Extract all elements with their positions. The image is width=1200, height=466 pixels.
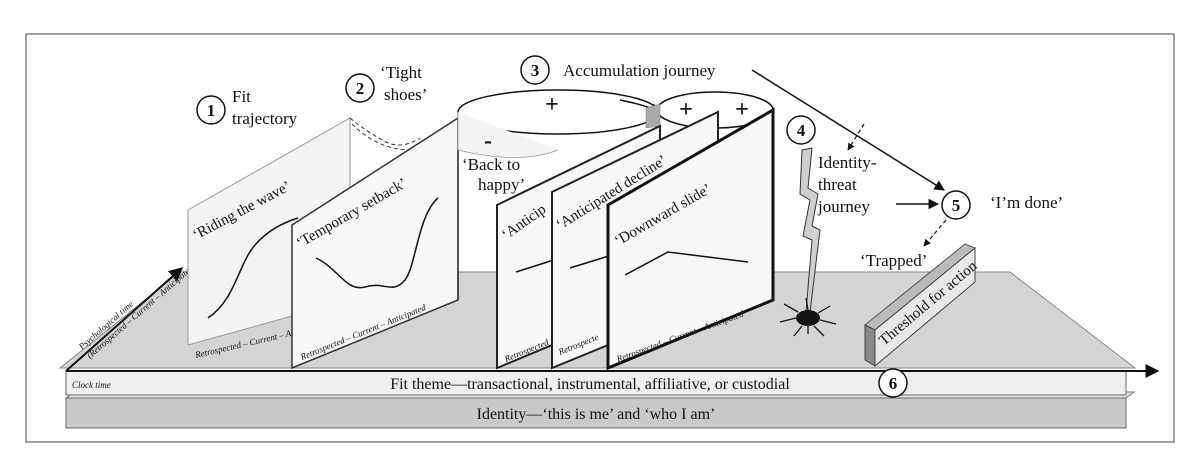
back-to-happy-label-2: happy’ (478, 175, 525, 194)
trapped-label: ‘Trapped’ (860, 251, 927, 270)
stage-6-number: 6 (889, 374, 898, 393)
stage-2-label-2: shoes’ (384, 85, 427, 104)
stage-1-label-1: Fit (232, 87, 251, 106)
sign-plus-2: + (679, 97, 693, 123)
stage-5-number: 5 (952, 196, 961, 215)
panel-downward-slide (606, 107, 775, 371)
back-to-happy-label-1: ‘Back to (462, 155, 520, 174)
stage-4-label-1: Identity- (818, 153, 877, 172)
sign-plus-3: + (735, 97, 749, 123)
trapped-dashed-arrow (923, 219, 947, 247)
stage-2-number: 2 (356, 79, 365, 98)
impact-crack-icon (779, 297, 837, 337)
stage-4-label-3: journey (817, 197, 870, 216)
panel-downward-line (624, 251, 749, 276)
sign-plus-1: + (545, 92, 559, 118)
cylinder-connector (645, 103, 661, 129)
identity-threat-dashed-arrow (847, 123, 865, 151)
accumulation-arrow (751, 69, 945, 191)
stage-4-number: 4 (797, 121, 806, 140)
stage-1-number: 1 (207, 101, 216, 120)
stage-5-label: ‘I’m done’ (990, 193, 1063, 212)
panel-setback-curve (315, 197, 439, 289)
tight-shoes-dashed-1 (349, 117, 421, 146)
tight-shoes-dashed-2 (351, 123, 411, 151)
stage-4-label-2: threat (818, 175, 857, 194)
psych-time-axis (65, 267, 184, 372)
stage-2-circle (345, 73, 375, 103)
panel-riding-curve (207, 217, 299, 319)
threshold-block (864, 243, 976, 368)
stage-1-label-2: trajectory (232, 109, 298, 128)
stage-6-circle (878, 368, 908, 398)
fit-theme-label: Fit theme—transactional, instrumental, a… (390, 376, 790, 393)
stage-3-circle (520, 55, 550, 85)
stage-3-number: 3 (531, 61, 540, 80)
stage-1-circle (196, 95, 226, 125)
stage-4-circle (786, 115, 816, 145)
fit-theme-bar (65, 370, 1127, 396)
identity-bar-label: Identity—‘this is me’ and ‘who I am’ (477, 406, 716, 423)
stage-3-label: Accumulation journey (563, 61, 716, 80)
clock-time-label: Clock time (72, 380, 111, 390)
panel-decline-line (569, 254, 613, 269)
stage-5-circle (941, 190, 971, 220)
cylinder-back-wall (457, 112, 559, 158)
identity-bar (65, 397, 1127, 429)
stage-2-label-1: ‘Tight (380, 63, 422, 82)
sign-minus: - (484, 128, 492, 154)
